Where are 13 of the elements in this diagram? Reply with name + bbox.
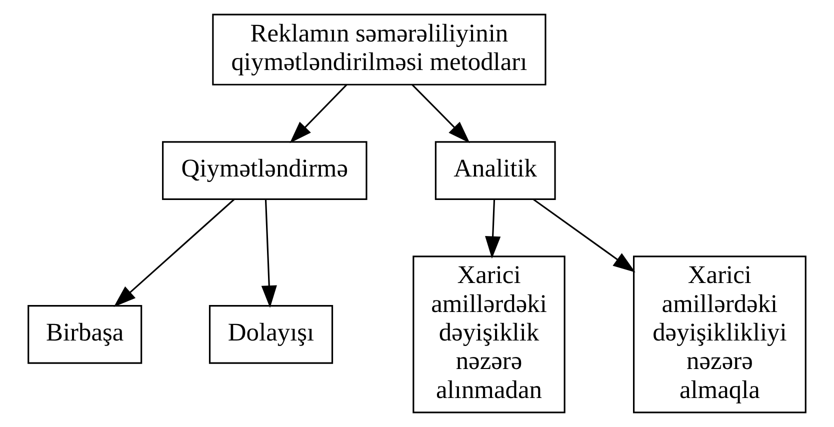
node-box: Qiymətləndirmə [162,141,368,200]
node-box: Dolayışı [208,305,334,364]
node-box: Reklamın səmərəliliyinin qiymətləndirilməsi metodları [212,14,546,86]
arrow [412,84,470,144]
arrow [114,198,235,308]
arrow [532,198,636,272]
node-box: Analitik [434,141,556,200]
arrow [290,84,348,144]
node-box: Xarici amillərdəki dəyişiklikliyi nəzərə almaqla [633,256,806,414]
arrow [261,199,277,308]
arrow [485,199,501,259]
node-box: Xarici amillərdəki dəyişiklik nəzərə alınmadan [412,256,566,414]
node-box: Birbaşa [28,305,142,364]
